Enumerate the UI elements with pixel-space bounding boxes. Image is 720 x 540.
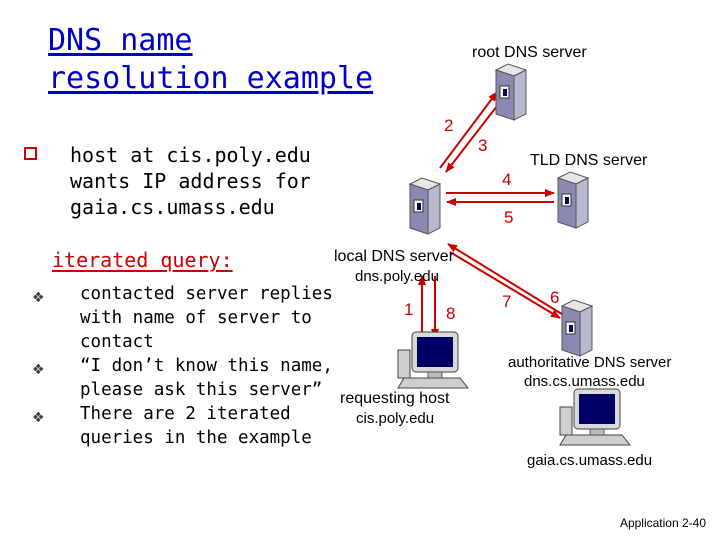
authoritative-dns-server-icon (561, 299, 593, 357)
diamond-bullet-icon: ❖ (32, 410, 45, 426)
requesting-host-name: cis.poly.edu (356, 410, 435, 427)
local-dns-server-label: local DNS server (334, 248, 455, 265)
list-item: ❖ “I don’t know this name, please ask thi… (30, 354, 333, 402)
requesting-host-computer-icon (397, 331, 469, 389)
intro-line-2: wants IP address for (70, 169, 311, 193)
tld-dns-server-label: TLD DNS server (530, 152, 648, 169)
gaia-host-name: gaia.cs.umass.edu (527, 452, 653, 469)
list-item: ❖ contacted server replies with name of s… (30, 282, 333, 354)
iterated-query-label: iterated query: (52, 248, 233, 272)
step-number-4: 4 (502, 170, 512, 189)
authoritative-dns-server-host: dns.cs.umass.edu (524, 373, 645, 390)
step-number-3: 3 (478, 136, 488, 155)
root-dns-server-label: root DNS server (472, 44, 587, 61)
slide-title-line-2: resolution example (48, 61, 374, 96)
iterated-query-list: ❖ contacted server replies with name of s… (30, 282, 333, 450)
step-number-2: 2 (444, 116, 454, 135)
item-line: “I don’t know this name, (80, 356, 333, 376)
intro-line-3: gaia.cs.umass.edu (70, 195, 275, 219)
step-number-1: 1 (404, 300, 414, 319)
intro-line-1: host at cis.poly.edu (70, 143, 311, 167)
arrow-step-7 (449, 251, 561, 319)
step-number-8: 8 (446, 304, 456, 323)
local-dns-server-icon (409, 177, 441, 235)
item-line: queries in the example (80, 428, 312, 448)
step-number-6: 6 (550, 288, 560, 307)
square-bullet-icon (24, 147, 37, 160)
intro-text: host at cis.poly.edu wants IP address fo… (70, 142, 311, 220)
local-dns-server-host: dns.poly.edu (355, 268, 439, 285)
step-number-7: 7 (502, 292, 512, 311)
slide-footer: Application 2-40 (619, 516, 706, 530)
arrow-step-3 (445, 105, 498, 173)
requesting-host-label: requesting host (340, 390, 450, 407)
tld-dns-server-icon (557, 171, 589, 229)
item-line: with name of server to (80, 308, 312, 328)
item-line: There are 2 iterated (80, 404, 291, 424)
step-number-5: 5 (504, 208, 514, 227)
root-dns-server-icon (495, 63, 527, 121)
arrow-step-2 (439, 91, 498, 169)
slide-title-line-1: DNS name (48, 23, 193, 58)
diamond-bullet-icon: ❖ (32, 362, 45, 378)
authoritative-dns-server-label: authoritative DNS server (508, 354, 672, 371)
item-line: please ask this server” (80, 380, 323, 400)
list-item: ❖ There are 2 iterated queries in the exa… (30, 402, 333, 450)
gaia-host-computer-icon (559, 388, 631, 446)
item-line: contacted server replies (80, 284, 333, 304)
slide-title: DNS name resolution example (48, 22, 373, 98)
diamond-bullet-icon: ❖ (32, 290, 45, 306)
item-line: contact (80, 332, 154, 352)
arrow-step-6 (447, 243, 566, 317)
